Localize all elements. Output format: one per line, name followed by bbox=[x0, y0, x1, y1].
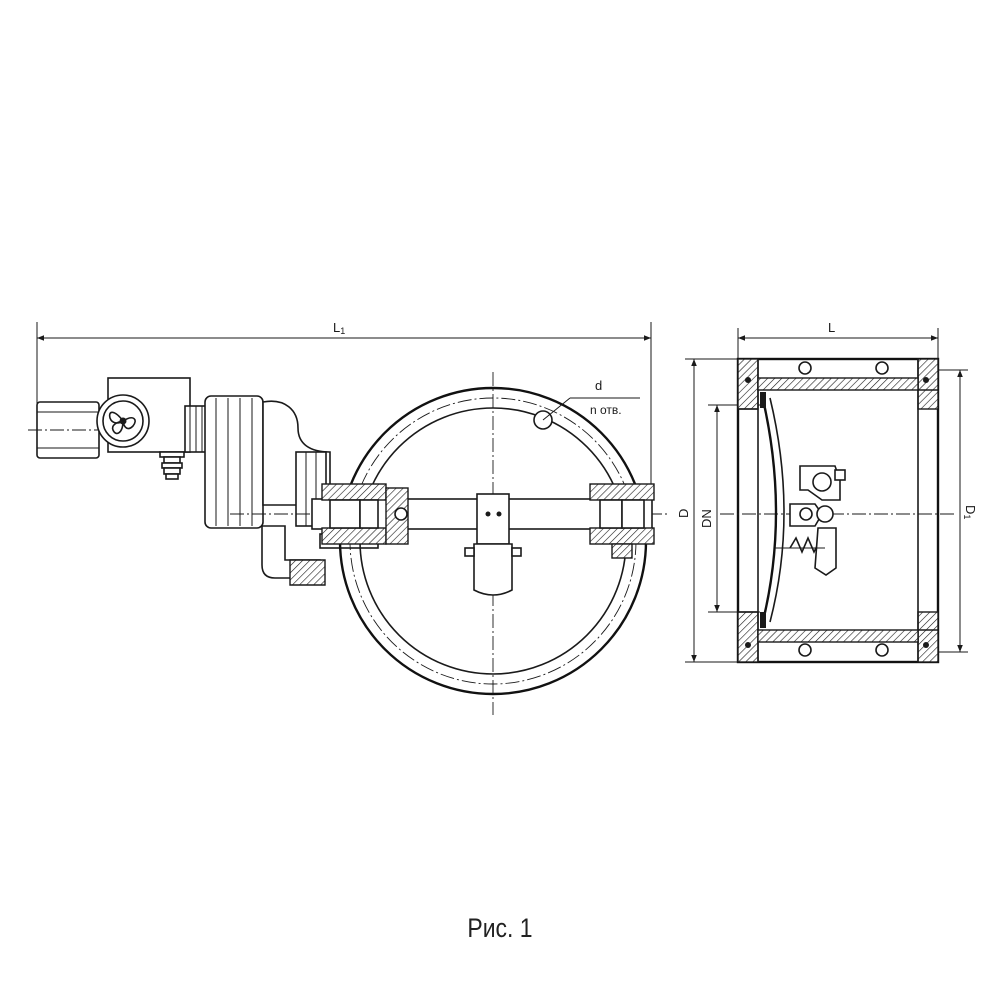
dimension-label-d: D bbox=[676, 509, 691, 518]
disc-mechanism bbox=[775, 465, 846, 576]
damper-disc bbox=[760, 392, 785, 628]
dimension-label-l: L bbox=[828, 320, 835, 335]
reducer-flange bbox=[204, 395, 331, 529]
body-section bbox=[720, 357, 955, 664]
dimension-label-dn: DN bbox=[699, 509, 714, 528]
dimension-label-l1: L1 bbox=[333, 320, 345, 336]
disc-lever bbox=[464, 493, 522, 596]
bolt-hole-callout: d n отв. bbox=[533, 378, 640, 430]
hole-diameter-label: d bbox=[595, 378, 602, 393]
dimension-label-d1: D1 bbox=[962, 505, 978, 519]
side-section-view: L D DN D1 bbox=[676, 320, 978, 664]
hole-count-label: n отв. bbox=[590, 403, 622, 417]
front-view: L1 bbox=[28, 320, 668, 715]
electric-motor bbox=[28, 401, 110, 459]
dimension-d: D bbox=[676, 358, 738, 663]
dimension-d1: D1 bbox=[918, 369, 978, 653]
handwheel-icon bbox=[96, 394, 150, 448]
dimension-dn: DN bbox=[699, 404, 760, 613]
dimension-l: L bbox=[737, 320, 939, 360]
figure-caption: Рис. 1 bbox=[467, 913, 533, 943]
